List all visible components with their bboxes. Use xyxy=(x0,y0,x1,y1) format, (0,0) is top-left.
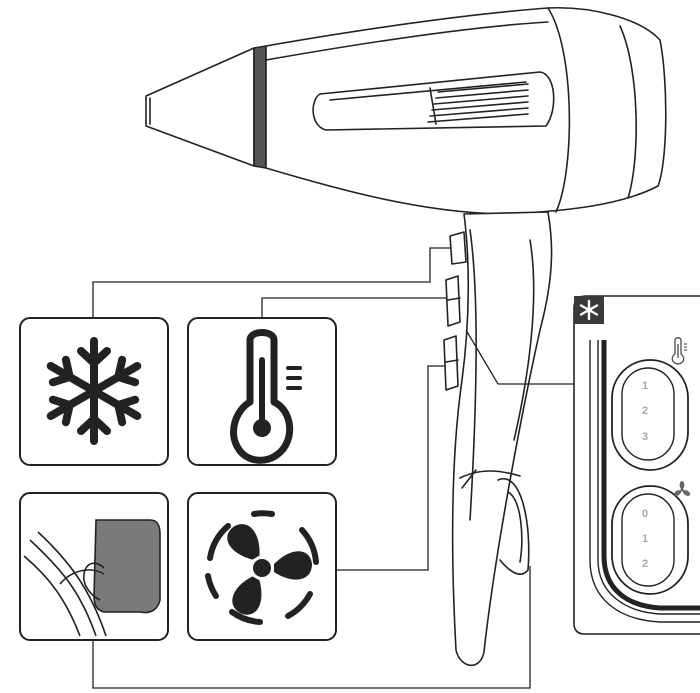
thermometer-small-icon xyxy=(671,337,687,365)
line-to-hanger xyxy=(92,566,531,689)
vent-slats xyxy=(427,83,529,125)
speed-slider: 0 1 2 xyxy=(611,481,691,595)
line-to-cool-button xyxy=(92,247,450,318)
heat-setting-box xyxy=(187,317,337,466)
speed-level-1: 1 xyxy=(642,533,648,545)
thermometer-icon xyxy=(230,329,302,464)
heat-switch xyxy=(445,275,461,327)
line-to-panel xyxy=(465,329,576,385)
asterisk-icon xyxy=(579,299,599,321)
heat-level-2: 2 xyxy=(642,405,648,417)
line-to-speed-switch xyxy=(335,365,444,571)
hair-dryer xyxy=(145,6,667,667)
fan-icon xyxy=(205,510,319,625)
control-panel-detail: 1 2 3 0 1 2 xyxy=(573,295,700,635)
snowflake-icon xyxy=(46,337,142,445)
heat-slider: 1 2 3 xyxy=(611,337,689,471)
line-to-heat-switch xyxy=(261,297,446,318)
speed-level-2: 2 xyxy=(642,558,648,570)
connector-lines xyxy=(92,247,576,689)
heat-level-1: 1 xyxy=(642,380,648,392)
dryer-nozzle xyxy=(145,47,255,167)
fan-small-icon xyxy=(673,481,691,496)
hook-hanger-icon xyxy=(23,519,161,637)
nozzle-band xyxy=(253,45,267,169)
speed-level-0: 0 xyxy=(642,508,648,520)
cord-loop xyxy=(497,477,530,575)
dryer-handle xyxy=(451,211,553,667)
cool-button xyxy=(449,231,467,265)
speed-switch xyxy=(443,335,459,391)
hanging-loop-box xyxy=(19,492,169,641)
fan-speed-box xyxy=(187,492,337,641)
heat-level-3: 3 xyxy=(642,431,648,443)
cool-shot-box xyxy=(19,317,169,466)
